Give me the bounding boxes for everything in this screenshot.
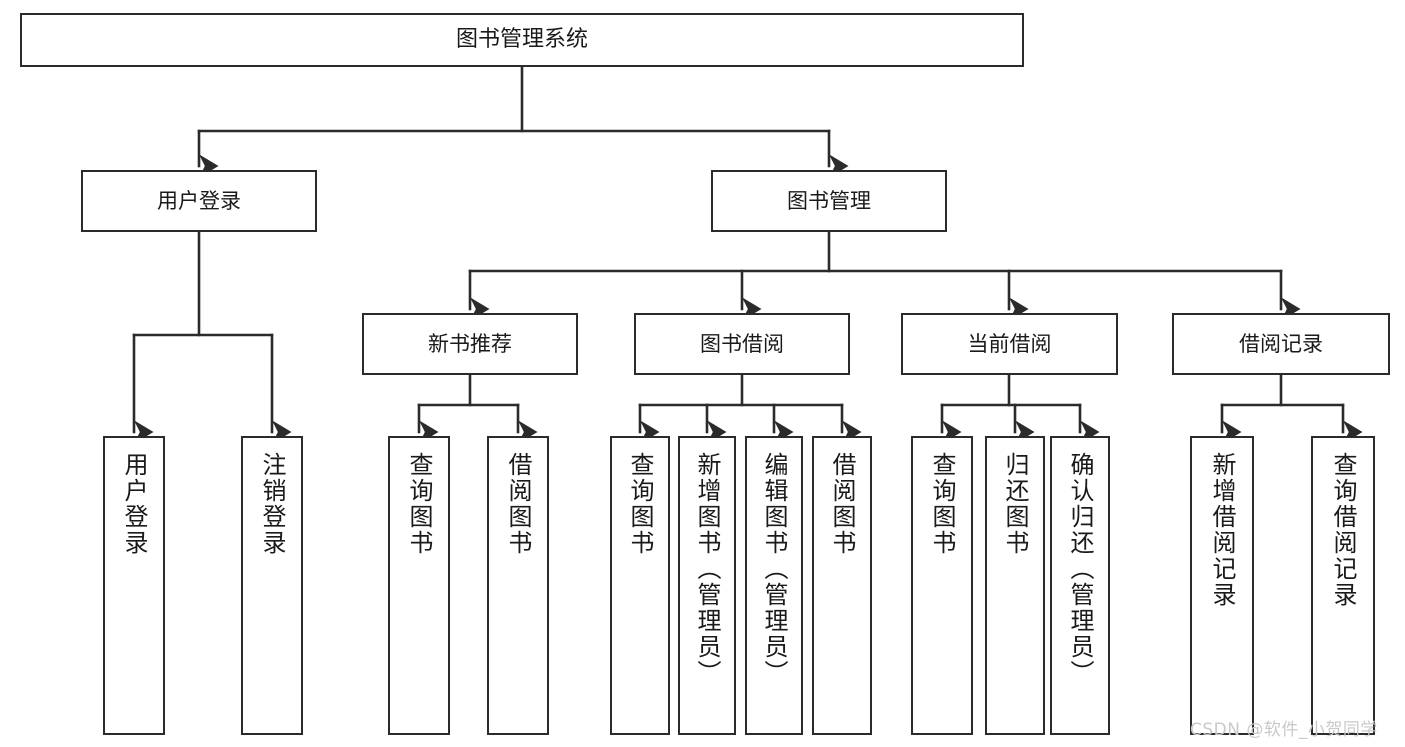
- node-current-borrow[interactable]: 当前借阅: [901, 313, 1118, 375]
- node-leaf-return-book-label: 归还图书: [1001, 452, 1029, 556]
- node-leaf-confirm-return-admin[interactable]: 确认归还（管理员）: [1050, 436, 1110, 735]
- node-new-book-recommend[interactable]: 新书推荐: [362, 313, 578, 375]
- node-leaf-borrow-book[interactable]: 借阅图书: [812, 436, 872, 735]
- node-leaf-add-book-admin-label: 新增图书（管理员）: [693, 452, 721, 686]
- node-leaf-edit-book-admin-label: 编辑图书（管理员）: [760, 452, 788, 686]
- node-book-manage[interactable]: 图书管理: [711, 170, 947, 232]
- node-leaf-query-book-rec-label: 查询图书: [405, 452, 433, 556]
- node-leaf-query-book-cur-label: 查询图书: [928, 452, 956, 556]
- node-leaf-add-borrow-record-label: 新增借阅记录: [1208, 452, 1236, 608]
- node-leaf-add-borrow-record[interactable]: 新增借阅记录: [1190, 436, 1254, 735]
- node-leaf-query-book-borrow-label: 查询图书: [626, 452, 654, 556]
- node-leaf-add-book-admin[interactable]: 新增图书（管理员）: [678, 436, 736, 735]
- node-leaf-borrow-book-rec-label: 借阅图书: [504, 452, 532, 556]
- node-leaf-user-login[interactable]: 用户登录: [103, 436, 165, 735]
- node-root[interactable]: 图书管理系统: [20, 13, 1024, 67]
- node-new-book-recommend-label: 新书推荐: [428, 331, 512, 356]
- node-leaf-return-book[interactable]: 归还图书: [985, 436, 1045, 735]
- node-borrow-record-label: 借阅记录: [1239, 331, 1323, 356]
- node-user-login[interactable]: 用户登录: [81, 170, 317, 232]
- node-leaf-logout-label: 注销登录: [258, 452, 286, 556]
- node-leaf-edit-book-admin[interactable]: 编辑图书（管理员）: [745, 436, 803, 735]
- node-leaf-borrow-book-rec[interactable]: 借阅图书: [487, 436, 549, 735]
- node-book-borrow[interactable]: 图书借阅: [634, 313, 850, 375]
- node-leaf-user-login-label: 用户登录: [120, 452, 148, 556]
- node-leaf-query-borrow-record[interactable]: 查询借阅记录: [1311, 436, 1375, 735]
- node-leaf-confirm-return-admin-label: 确认归还（管理员）: [1066, 452, 1094, 686]
- node-book-manage-label: 图书管理: [787, 188, 871, 213]
- node-leaf-query-book-cur[interactable]: 查询图书: [911, 436, 973, 735]
- csdn-watermark: CSDN @软件_小贺同学: [1190, 720, 1378, 740]
- node-book-borrow-label: 图书借阅: [700, 331, 784, 356]
- node-leaf-logout[interactable]: 注销登录: [241, 436, 303, 735]
- node-user-login-label: 用户登录: [157, 188, 241, 213]
- node-current-borrow-label: 当前借阅: [967, 331, 1052, 356]
- node-leaf-borrow-book-label: 借阅图书: [828, 452, 856, 556]
- node-leaf-query-book-rec[interactable]: 查询图书: [388, 436, 450, 735]
- node-borrow-record[interactable]: 借阅记录: [1172, 313, 1390, 375]
- node-leaf-query-borrow-record-label: 查询借阅记录: [1329, 452, 1357, 608]
- node-root-label: 图书管理系统: [455, 27, 588, 53]
- node-leaf-query-book-borrow[interactable]: 查询图书: [610, 436, 670, 735]
